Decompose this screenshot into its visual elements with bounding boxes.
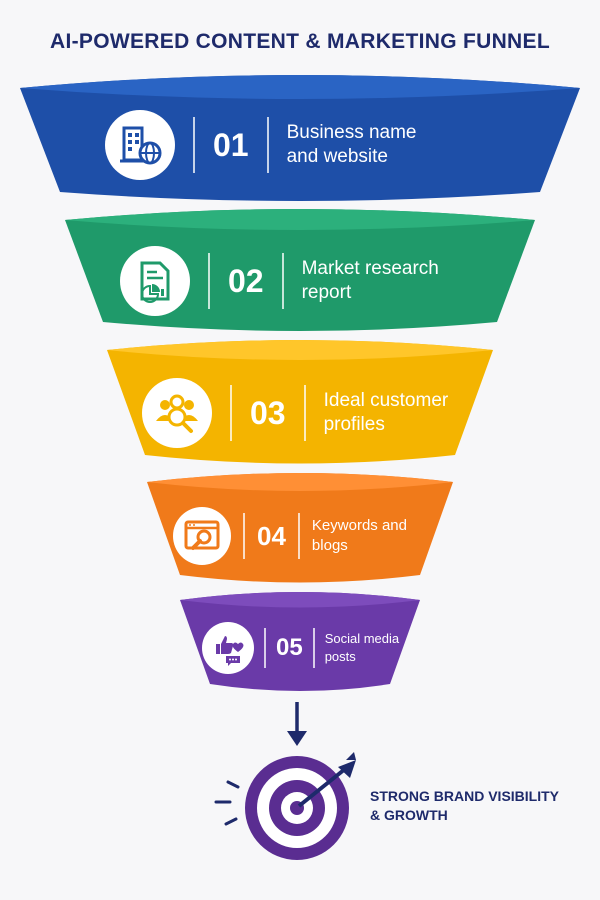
stage-label: Market research report	[301, 258, 439, 303]
stage-label: Keywords and blogs	[311, 517, 407, 554]
divider	[193, 117, 195, 173]
social-icons	[202, 622, 254, 674]
stage-label: Social media posts	[324, 631, 400, 664]
outcome-label: STRONG BRAND VISIBILITY & GROWTH	[370, 788, 559, 823]
stage-number: 02	[228, 262, 264, 299]
divider	[230, 385, 232, 441]
people-search-icon	[142, 378, 212, 448]
stage-label: Business name and website	[286, 122, 417, 167]
divider	[243, 513, 245, 559]
divider	[297, 513, 300, 559]
stage-number: 03	[250, 394, 286, 431]
divider	[281, 253, 284, 309]
stage-number: 05	[276, 634, 303, 661]
stage-1-content: 01 Business name and website	[105, 110, 447, 180]
divider	[208, 253, 210, 309]
stage-4-content: 04 Keywords and blogs	[173, 507, 412, 565]
stage-2-content: 02 Market research report	[120, 246, 462, 316]
divider	[264, 628, 266, 668]
stage-5-content: 05 Social media posts	[202, 622, 415, 674]
stage-number: 04	[257, 520, 286, 551]
building-globe-icon	[105, 110, 175, 180]
down-arrow-icon	[287, 702, 307, 746]
divider	[312, 628, 315, 668]
target-arrow-icon	[214, 752, 356, 860]
stage-number: 01	[213, 126, 249, 163]
report-chart-icon	[120, 246, 190, 316]
page-title: AI-POWERED CONTENT & MARKETING FUNNEL	[50, 30, 550, 53]
divider	[303, 385, 306, 441]
stage-3-content: 03 Ideal customer profiles	[142, 378, 484, 448]
stage-label: Ideal customer profiles	[323, 390, 449, 435]
browser-search-icon	[173, 507, 231, 565]
divider	[266, 117, 269, 173]
